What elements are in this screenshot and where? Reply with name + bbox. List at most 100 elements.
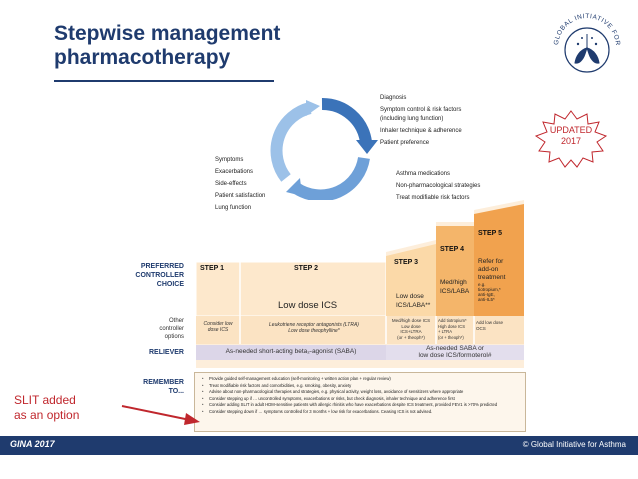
updated-badge: UPDATED 2017 (532, 125, 610, 147)
step4-pref-line-1: Med/high (440, 279, 467, 286)
assess-symptom-control-2: (including lung function) (380, 116, 444, 122)
remember-item: Consider stepping up if … uncontrolled s… (202, 396, 521, 402)
updated-line-1: UPDATED (549, 125, 593, 135)
step4-pref-area (436, 226, 474, 316)
reliever2-line-2: low dose ICS/formoterol# (418, 352, 492, 359)
cycle-arrowhead-bottom (286, 178, 302, 196)
remember-item: Consider adding SLIT in adult HDM-sensit… (202, 402, 521, 408)
step5-pref-line-5: tiotropium,* (478, 287, 501, 292)
other3-line-3: ICS+LTRA (400, 329, 422, 334)
step5-pref-area (474, 204, 524, 316)
step2-label: STEP 2 (294, 265, 318, 272)
footer-gina-2017: GINA 2017 (10, 439, 55, 449)
other2-line-2: Low dose theophylline* (288, 328, 340, 334)
step5-pref-line-7: anti-IL5* (478, 297, 495, 302)
step5-other-option: Add low dose OCS (476, 320, 522, 331)
preferred-line-3: CHOICE (156, 281, 184, 288)
preferred-controller-label: PREFERRED CONTROLLER CHOICE (118, 262, 184, 289)
step4-pref-line-2: ICS/LABA (440, 288, 470, 295)
assess-preference: Patient preference (380, 140, 430, 146)
step5-preferred: Refer for add-on treatment e.g. tiotropi… (478, 258, 524, 302)
adjust-non-pharm: Non-pharmacological strategies (396, 183, 481, 189)
reliever-ics-formoterol-text: As-needed SABA or low dose ICS/formotero… (386, 345, 524, 359)
page-title: Stepwise management pharmacotherapy (54, 22, 354, 70)
cycle-arrowhead-right (356, 140, 378, 154)
remember-item: Provide guided self-management education… (202, 376, 521, 382)
step3-other-option: Med/high dose ICS Low dose ICS+LTRA (or … (388, 318, 434, 340)
other3-line-4: (or + theoph*) (397, 334, 425, 340)
title-underline (54, 80, 274, 82)
step1-label: STEP 1 (200, 265, 224, 272)
step1-2-pref-area (196, 261, 387, 317)
updated-burst-icon (534, 110, 608, 168)
other1-line-1: Consider low (203, 321, 233, 327)
review-symptoms: Symptoms (215, 157, 244, 163)
cycle-assess-list: Diagnosis Symptom control & risk factors… (380, 94, 462, 148)
adjust-medications: Asthma medications (396, 171, 451, 177)
other5-line-2: OCS (476, 325, 486, 331)
remember-item: Consider stepping down if … symptoms con… (202, 409, 521, 415)
slit-line-2: as an option (14, 408, 80, 422)
slit-arrow-icon (121, 405, 200, 425)
step3-pref-line-2: ICS/LABA** (396, 302, 431, 309)
steps-staircase (196, 200, 524, 368)
assess-symptom-control: Symptom control & risk factors (380, 107, 462, 113)
updated-line-2: 2017 (560, 136, 582, 146)
footer-bar (0, 436, 638, 455)
other-line-3: options (164, 334, 184, 340)
step3-preferred: Low dose ICS/LABA** (396, 292, 430, 310)
cycle-review-list: Symptoms Exacerbations Side-effects Pati… (215, 156, 265, 213)
step3-pref-line-1: Low dose (396, 293, 424, 300)
other5-line-1: Add low dose (476, 320, 504, 325)
assess-inhaler: Inhaler technique & adherence (380, 128, 462, 134)
remember-line-1: REMEMBER (143, 379, 184, 386)
remember-item: Advise about non-pharmacological therapi… (202, 389, 521, 395)
step5-pref-line-6: anti-IgE, (478, 292, 495, 297)
reliever-label: RELIEVER (148, 349, 184, 356)
step4-label: STEP 4 (440, 246, 464, 253)
other-line-2: controller (159, 326, 184, 332)
other3-line-1: Med/high dose ICS (391, 318, 431, 323)
step5-pref-line-3: treatment (478, 274, 506, 281)
reliever-saba-text: As-needed short-acting beta₂-agonist (SA… (225, 348, 357, 355)
adjust-risk-factors: Treat modifiable risk factors (396, 195, 470, 201)
cycle-arrow-top (321, 97, 372, 144)
step4-preferred: Med/high ICS/LABA (440, 278, 469, 296)
preferred-line-2: CONTROLLER (135, 272, 184, 279)
cycle-arrow-bottom (292, 156, 370, 200)
other2-line-1: Leukotriene receptor antagonists (LTRA) (269, 322, 359, 328)
other1-line-2: dose ICS (207, 327, 229, 333)
step2-preferred-low-dose-ics: Low dose ICS (278, 300, 338, 311)
other-line-1: Other (168, 318, 184, 324)
cycle-arrow-left (270, 102, 312, 182)
management-cycle-diagram (270, 97, 378, 200)
step2-other-option: Leukotriene receptor antagonists (LTRA) … (244, 322, 384, 334)
other4-line-1: Add tiotropium* (438, 318, 467, 323)
step5-pref-line-2: add-on (478, 266, 499, 273)
step5-pref-line-1: Refer for (478, 258, 504, 265)
reliever-ics-formoterol-bar (386, 345, 524, 360)
remember-box: Provide guided self-management education… (194, 372, 526, 432)
assess-diagnosis: Diagnosis (380, 95, 407, 101)
reliever2-line-1: As-needed SABA or (426, 345, 484, 352)
review-satisfaction: Patient satisfaction (215, 193, 266, 199)
other-controller-label: Other controller options (118, 317, 184, 341)
other4-line-2: High dose ICS (438, 323, 465, 329)
slit-annotation: SLIT added as an option (14, 393, 134, 423)
review-lung-function: Lung function (215, 205, 252, 211)
other4-line-3: + LTRA (438, 329, 453, 334)
step3-label: STEP 3 (394, 259, 418, 266)
title-line-1: Stepwise management (54, 22, 281, 45)
step3-pref-area (386, 244, 436, 316)
remember-list: Provide guided self-management education… (195, 373, 525, 415)
cycle-arrowhead-top (306, 100, 320, 116)
remember-item: Treat modifiable risk factors and comorb… (202, 383, 521, 389)
other3-line-2: Low dose (401, 323, 421, 329)
step5-label: STEP 5 (478, 230, 502, 237)
footer-copyright: © Global Initiative for Asthma (522, 440, 626, 449)
reliever-saba-bar (196, 345, 386, 360)
review-exacerbations: Exacerbations (215, 169, 254, 175)
other4-line-4: (or + theoph*) (438, 334, 464, 340)
step1-other-option: Consider low dose ICS (198, 321, 238, 333)
step5-pref-line-4: e.g. (478, 282, 486, 287)
